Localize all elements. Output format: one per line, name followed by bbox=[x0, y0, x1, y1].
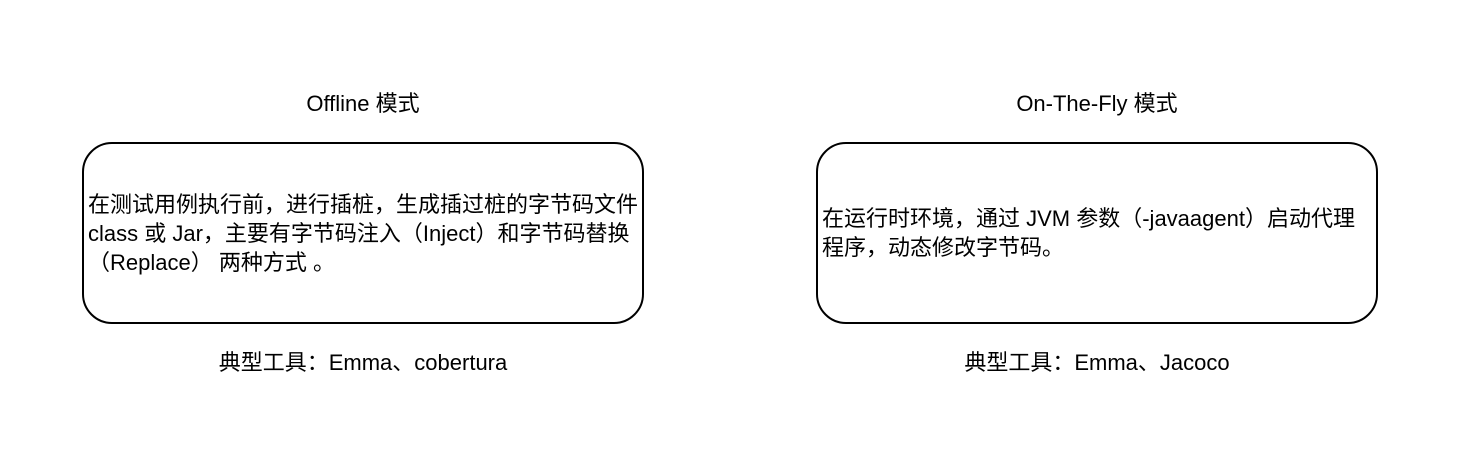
offline-mode-box: 在测试用例执行前，进行插桩，生成插过桩的字节码文件 class 或 Jar，主要… bbox=[82, 142, 644, 324]
offline-mode-title: Offline 模式 bbox=[306, 91, 420, 116]
on-the-fly-typical-tools: 典型工具：Emma、Jacoco bbox=[964, 350, 1230, 375]
on-the-fly-mode-panel: On-The-Fly 模式 在运行时环境，通过 JVM 参数（-javaagen… bbox=[816, 0, 1378, 460]
offline-typical-tools: 典型工具：Emma、cobertura bbox=[218, 350, 508, 375]
offline-mode-panel: Offline 模式 在测试用例执行前，进行插桩，生成插过桩的字节码文件 cla… bbox=[82, 0, 644, 460]
offline-mode-description: 在测试用例执行前，进行插桩，生成插过桩的字节码文件 class 或 Jar，主要… bbox=[88, 191, 639, 275]
on-the-fly-mode-title: On-The-Fly 模式 bbox=[1016, 91, 1178, 116]
on-the-fly-mode-description: 在运行时环境，通过 JVM 参数（-javaagent）启动代理程序，动态修改字… bbox=[822, 206, 1355, 260]
on-the-fly-mode-box: 在运行时环境，通过 JVM 参数（-javaagent）启动代理程序，动态修改字… bbox=[816, 142, 1378, 324]
